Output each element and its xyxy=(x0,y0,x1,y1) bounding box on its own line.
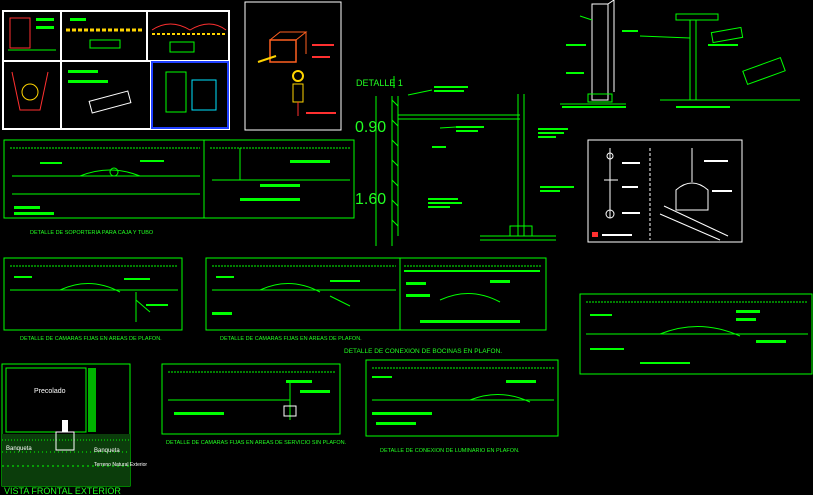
dimension-0-90: 0.90 xyxy=(355,119,386,136)
caption-camaras-2: DETALLE DE CAMARAS FIJAS EN AREAS DE PLA… xyxy=(220,336,362,342)
banqueta-label-left: Banqueta xyxy=(6,446,32,452)
caption-luminario: DETALLE DE CONEXION DE LUMINARIO EN PLAF… xyxy=(380,448,520,454)
caption-bocinas: DETALLE DE CONEXION DE BOCINAS EN PLAFON… xyxy=(344,348,502,355)
thumbnail-sheet xyxy=(2,10,230,130)
detalle-1-section: DETALLE 1 0.90 1.60 xyxy=(355,76,574,246)
post-details xyxy=(560,0,800,108)
vista-frontal-exterior: Precolado Banqueta Banqueta Terreno Natu… xyxy=(1,363,147,495)
caption-camaras-1: DETALLE DE CAMARAS FIJAS EN AREAS DE PLA… xyxy=(20,336,162,342)
bocinas-detail: DETALLE DE CONEXION DE BOCINAS EN PLAFON… xyxy=(344,257,547,355)
dimension-1-60: 1.60 xyxy=(355,191,386,208)
terreno-natural-label: Terreno Natural Exterior xyxy=(94,462,147,468)
camaras-servicio-detail: DETALLE DE CAMARAS FIJAS EN AREAS DE SER… xyxy=(161,363,347,446)
vista-frontal-title: VISTA FRONTAL EXTERIOR xyxy=(4,486,121,495)
banqueta-label-right: Banqueta xyxy=(94,448,120,454)
luminario-detail: DETALLE DE CONEXION DE LUMINARIO EN PLAF… xyxy=(365,359,559,454)
detalle-1-title: DETALLE 1 xyxy=(356,78,403,88)
camaras-detail-2: DETALLE DE CAMARAS FIJAS EN AREAS DE PLA… xyxy=(205,257,401,342)
camaras-detail-1: DETALLE DE CAMARAS FIJAS EN AREAS DE PLA… xyxy=(3,257,183,342)
suspension-detail xyxy=(587,139,743,243)
soporteria-detail: DETALLE DE SOPORTERIA PARA CAJA Y TUBO xyxy=(3,139,355,236)
precolado-label: Precolado xyxy=(34,388,66,395)
box-detail-panel xyxy=(244,1,342,131)
caption-camaras-servicio: DETALLE DE CAMARAS FIJAS EN AREAS DE SER… xyxy=(166,440,347,446)
caption-soporteria: DETALLE DE SOPORTERIA PARA CAJA Y TUBO xyxy=(30,230,154,236)
right-detail xyxy=(579,293,813,375)
